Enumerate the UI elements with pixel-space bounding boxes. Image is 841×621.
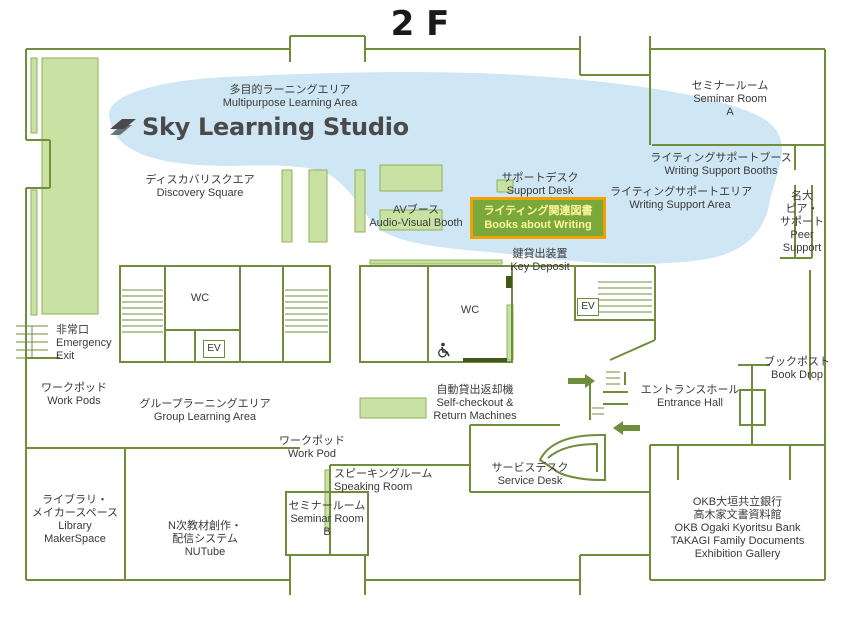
discovery-shelf-2 [308,169,328,243]
wheelchair-icon [438,342,450,358]
key-deposit-device [506,276,512,288]
wall-center-right [512,265,656,340]
wall-right [652,49,826,580]
entrance-hall-walls [589,339,656,420]
wc-block-left [119,265,331,363]
discovery-shelf-3 [354,169,366,233]
wall-top [26,35,825,145]
emergency-exit-icon [16,325,48,359]
support-desk-box [496,179,514,193]
entrance-arrow-icon [568,374,595,388]
support-desk-table [379,164,443,192]
stairs-right [598,281,652,313]
entrance-stairs [592,371,620,415]
okb-gallery-walls [649,444,825,580]
av-booth-table [379,209,443,231]
books-about-writing-highlight[interactable]: ライティング関連図書 Books about Writing [470,197,606,239]
left-shelf-area [41,57,99,315]
wall-left [25,49,51,580]
wall-bottom [26,554,825,595]
sky-learning-studio-logo: Sky Learning Studio [108,112,409,142]
wc-left-label: WC [190,292,210,304]
service-desk-counter [538,434,606,481]
stairs-center [285,289,328,333]
floor-number: 2 F [390,4,450,44]
self-checkout-dark [463,358,507,362]
multipurpose-area-cloud [108,72,782,264]
key-deposit-strip [369,259,503,265]
wc-center-label: WC [460,304,480,316]
elevator-left: EV [203,340,225,358]
self-checkout-machines [359,397,427,419]
highlight-en: Books about Writing [484,219,592,231]
discovery-shelf-1 [281,169,293,243]
brand-name: Sky Learning Studio [142,113,409,141]
highlight-jp: ライティング関連図書 [483,205,593,217]
sky-learning-studio-logo-icon [110,119,136,135]
elevator-right: EV [577,298,599,316]
entrance-arrow-icon [613,421,640,435]
left-shelf-small-top [30,57,38,134]
left-shelf-small-bottom [30,189,38,316]
wall-service-desk [469,424,650,493]
seminar-room-b [285,491,369,556]
stairs-left [122,289,163,333]
wc-block-center [359,265,513,363]
book-drop-stand [738,364,770,445]
